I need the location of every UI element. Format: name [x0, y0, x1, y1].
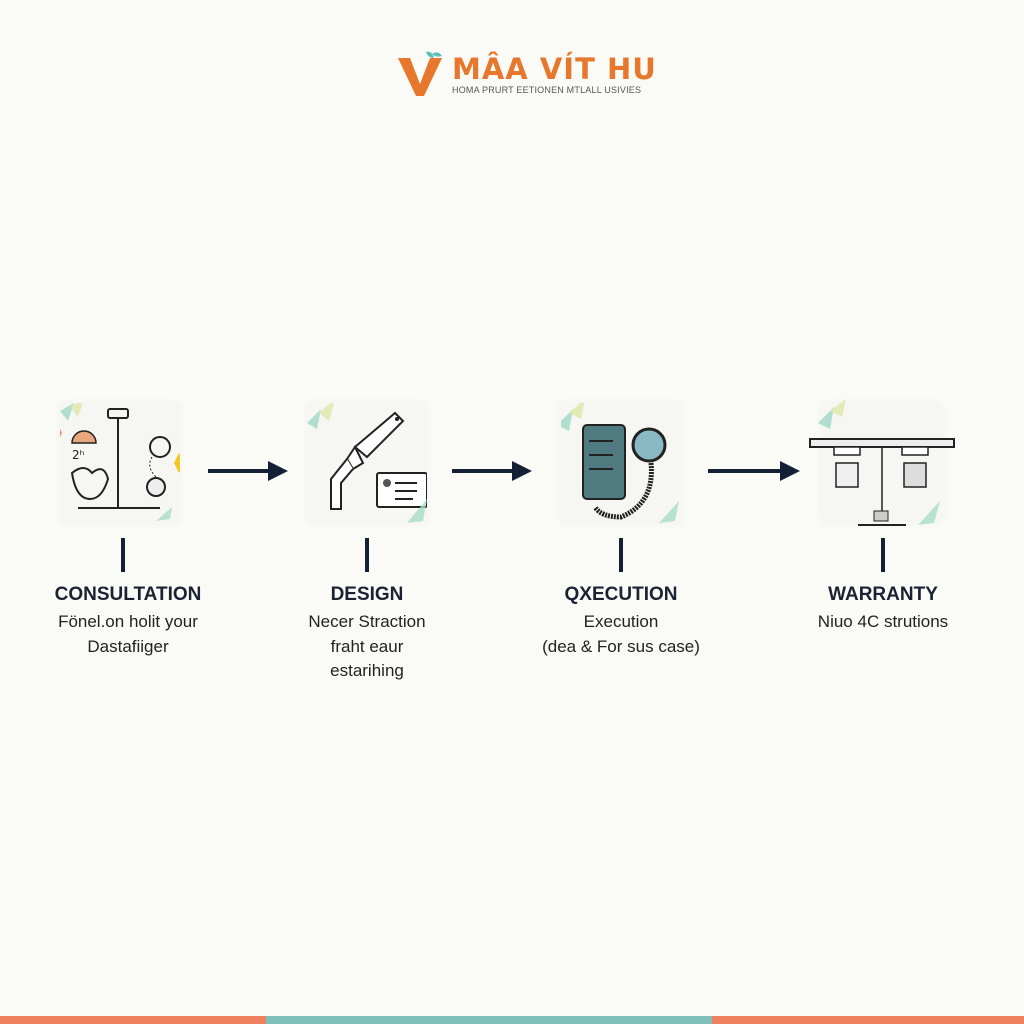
desc-line: (dea & For sus case)	[542, 636, 700, 656]
desc-line: Execution	[583, 612, 659, 631]
desc-line: fraht eaur	[330, 636, 404, 656]
warranty-icon	[809, 399, 955, 526]
flow-arrow	[208, 460, 288, 482]
flow-arrow	[452, 460, 532, 482]
step-desc-design: Necer Straction fraht eaur estarihing	[247, 610, 487, 684]
desc-line: Niuo 4C strutions	[817, 612, 949, 631]
flow-arrow	[708, 460, 800, 482]
brand-tagline: HOMA PRURT EETIONEN MTLALL USIVIES	[452, 85, 642, 95]
execution-icon	[557, 399, 681, 523]
step-desc-execution: Execution (dea & For sus case)	[501, 610, 741, 659]
desc-line: Necer Straction	[308, 612, 426, 631]
step-connector	[365, 538, 369, 572]
step-connector	[121, 538, 125, 572]
brand-logo-mark	[396, 50, 446, 100]
step-title-consultation: CONSULTATION	[54, 584, 202, 605]
footer-bar-teal	[266, 1016, 712, 1024]
consultation-icon: 2ʰ	[54, 399, 184, 523]
step-title-warranty: WARRANTY	[828, 584, 938, 605]
brand-name: MÂA VÍT HU	[452, 52, 657, 86]
desc-line: Fönel.on holit your	[58, 612, 198, 631]
design-icon	[307, 399, 428, 523]
footer-bar-orange	[0, 1016, 266, 1024]
step-title-execution: QXECUTION	[564, 584, 678, 605]
desc-line: Dastafiiger	[87, 636, 169, 656]
desc-line: estarihing	[330, 661, 404, 680]
step-connector	[619, 538, 623, 572]
step-title-design: DESIGN	[330, 584, 404, 605]
step-connector	[881, 538, 885, 572]
step-desc-consultation: Fönel.on holit your Dastafiiger	[8, 610, 248, 659]
footer-bar-orange	[712, 1016, 1024, 1024]
step-desc-warranty: Niuo 4C strutions	[763, 610, 1003, 635]
svg-text:2ʰ: 2ʰ	[72, 448, 85, 462]
